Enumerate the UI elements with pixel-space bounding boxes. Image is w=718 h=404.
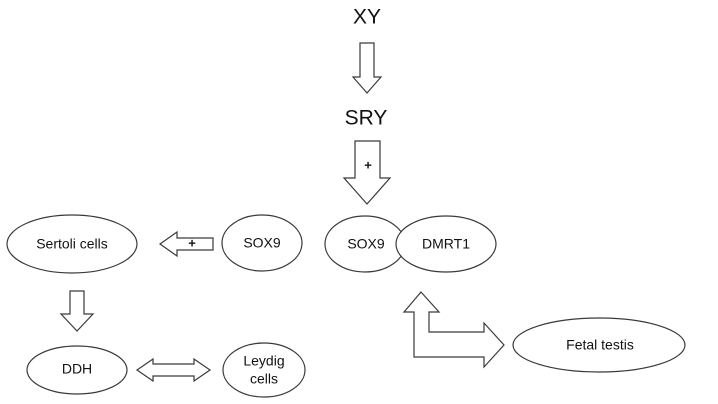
sry-label: SRY [345,107,388,130]
leydig-cells-node [222,342,306,398]
dmrt1-node [395,215,497,273]
sox9-node [221,214,303,272]
arrow-complex-fetal-testis [402,291,505,369]
plus-sign-sox9: + [188,235,196,250]
sertoli-cells-label: Sertoli cells [36,236,108,252]
sox9-label: SOX9 [243,235,281,251]
dmrt1-label: DMRT1 [422,236,470,252]
sox9-complex-label: SOX9 [347,236,385,252]
leydig-cells-label-line1: Leydig [243,353,284,369]
arrow-ddh-leydig [135,357,212,383]
xy-label: XY [353,6,381,29]
arrow-xy-to-sry [351,42,383,94]
sertoli-cells-node [6,214,138,274]
arrow-sertoli-to-ddh [59,290,95,332]
ddh-node [26,345,128,395]
ddh-label: DDH [62,361,92,377]
fetal-testis-node [512,317,686,373]
plus-sign-sry: + [364,157,372,172]
arrow-sry-to-sox9 [342,140,392,205]
leydig-cells-label-line2: cells [250,371,278,387]
fetal-testis-label: Fetal testis [566,337,634,353]
arrow-sox9-to-sertoli [158,230,214,258]
